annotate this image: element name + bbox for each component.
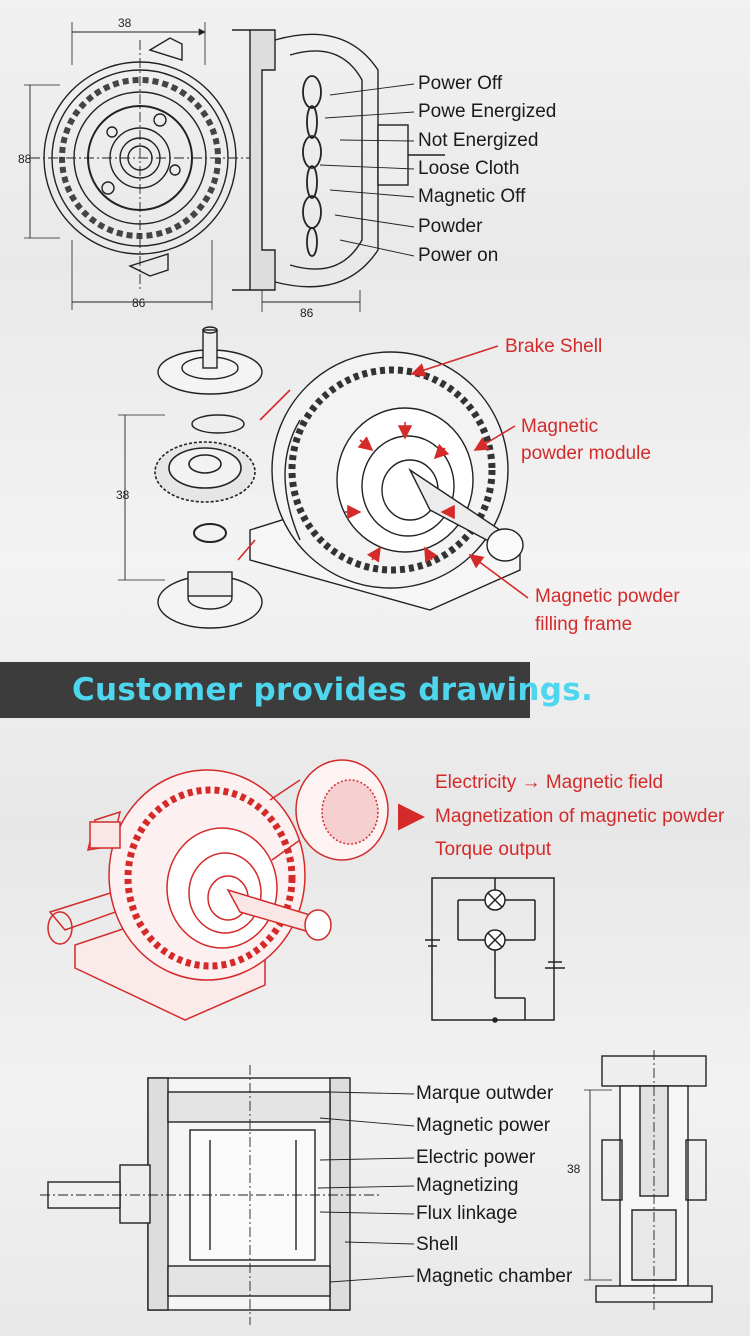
side-section-drawing <box>232 29 445 312</box>
dim-left: 88 <box>18 152 32 166</box>
column-view-drawing <box>584 1050 713 1310</box>
label-powe-energized: Powe Energized <box>418 101 557 122</box>
label-power-on: Power on <box>418 245 499 266</box>
dim-bottom-left: 86 <box>132 296 146 310</box>
banner-title: Customer provides drawings. <box>72 672 594 708</box>
label-magnetic-power: Magnetic power <box>416 1115 551 1136</box>
dim-bottom-right: 86 <box>300 306 314 320</box>
label-power-off: Power Off <box>418 73 503 94</box>
label-torque-output: Torque output <box>435 839 552 860</box>
label-filling-frame: filling frame <box>535 614 633 635</box>
label-magnetic-powder: Magnetic powder <box>535 586 680 607</box>
label-brake-shell: Brake Shell <box>505 336 603 357</box>
label-shell: Shell <box>416 1234 459 1255</box>
label-not-energized: Not Energized <box>418 130 539 151</box>
label-magnetic: Magnetic <box>521 416 599 437</box>
label-electric-power: Electric power <box>416 1147 536 1168</box>
banner <box>0 662 530 718</box>
dim-column-right: 38 <box>567 1162 581 1176</box>
dim-top: 38 <box>118 16 132 30</box>
red-force-arrows <box>237 345 529 599</box>
cross-section-drawing <box>40 1065 415 1325</box>
label-flux-linkage: Flux linkage <box>416 1203 518 1224</box>
front-view-drawing <box>24 22 250 310</box>
red-motor-drawing <box>47 759 389 1021</box>
dim-exploded-left: 38 <box>116 488 130 502</box>
label-marque-outwder: Marque outwder <box>416 1083 554 1104</box>
label-magnetic-off: Magnetic Off <box>418 186 526 207</box>
label-powder: Powder <box>418 216 483 237</box>
label-powder-module: powder module <box>521 443 651 464</box>
label-magnetizing: Magnetizing <box>416 1175 519 1196</box>
label-electricity-magnetic-field: Electricity → Magnetic field <box>435 772 664 793</box>
label-magnetization: Magnetization of magnetic powder <box>435 806 725 827</box>
label-loose-cloth: Loose Cloth <box>418 158 520 179</box>
exploded-view-drawing <box>118 326 524 629</box>
label-magnetic-chamber: Magnetic chamber <box>416 1266 573 1287</box>
circuit-diagram <box>425 877 565 1023</box>
